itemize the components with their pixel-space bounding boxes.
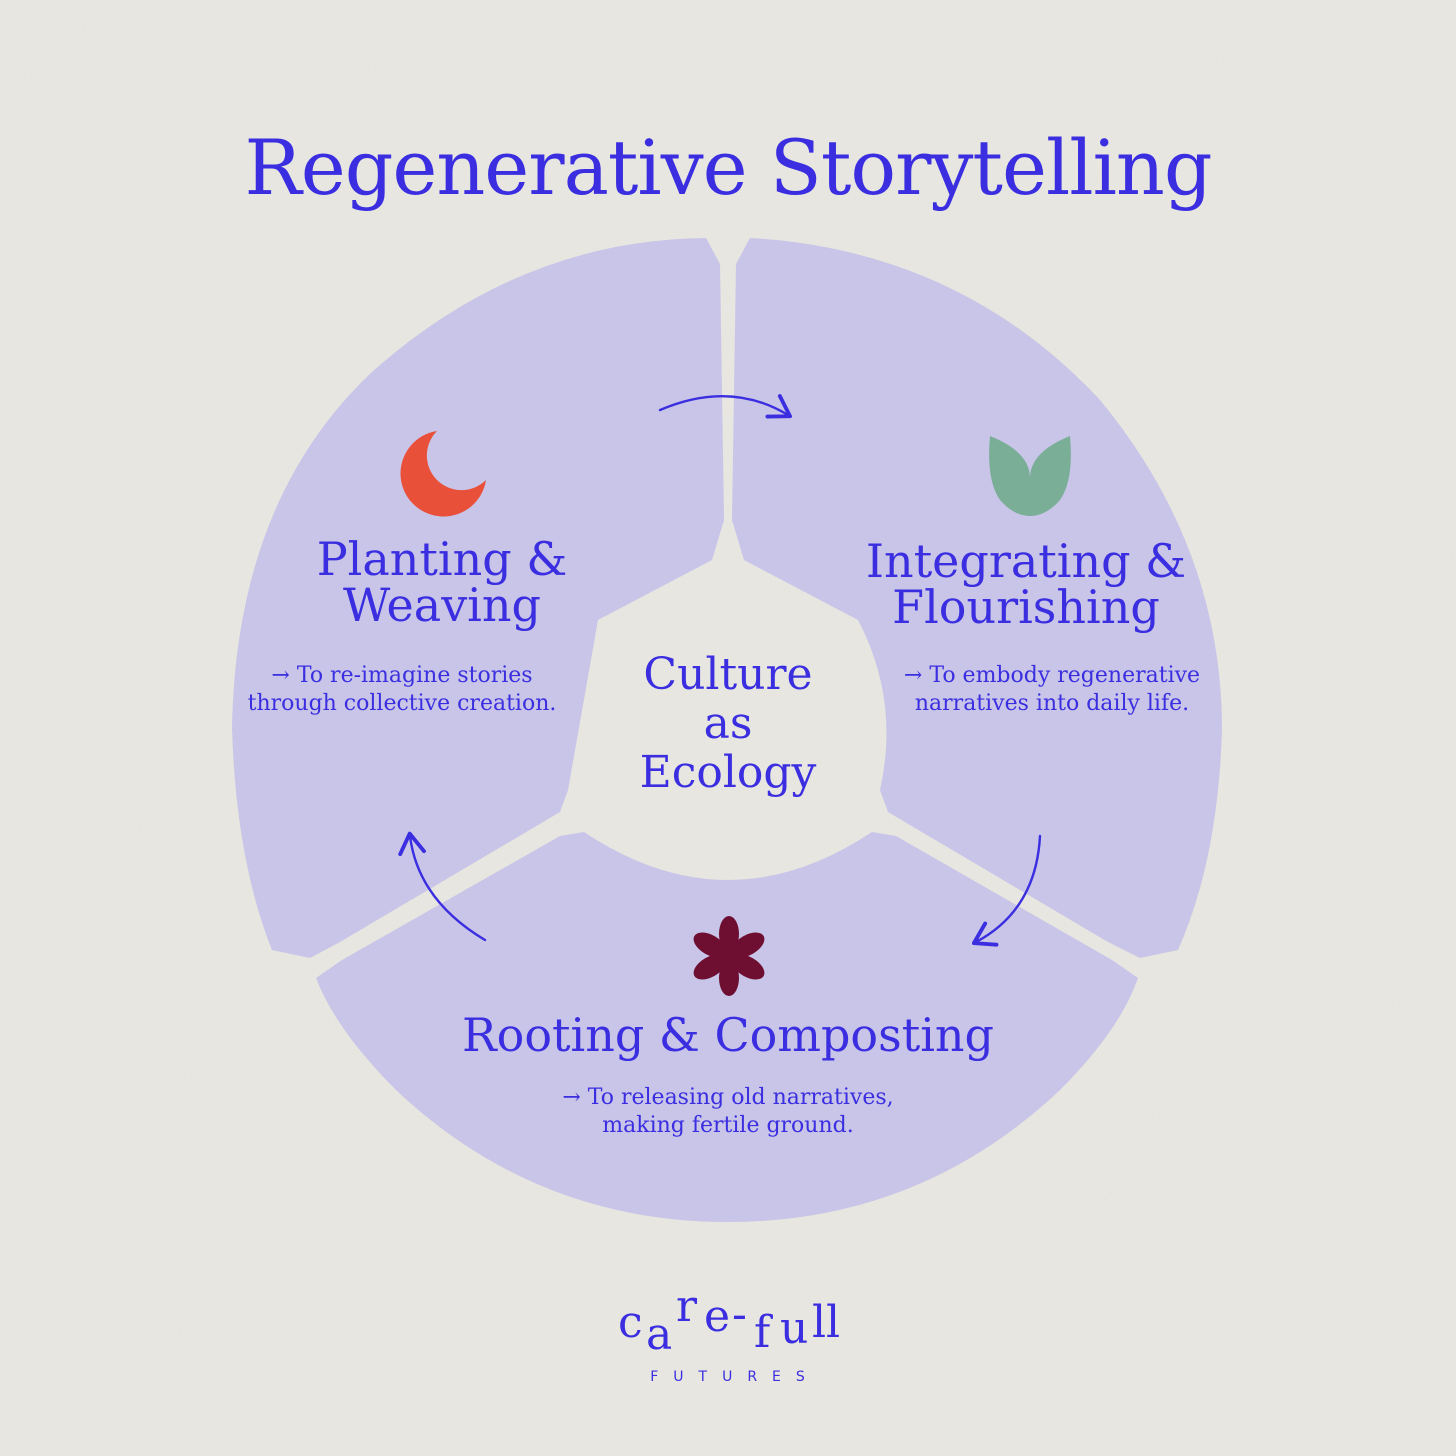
segment-title-integrating: Integrating & Flourishing [865,534,1187,634]
tulip-bud-icon [989,436,1071,516]
logo-wordmark: c a r e - f u l l [618,1281,841,1360]
flower-icon [693,916,765,996]
arrow-top [658,394,792,419]
care-full-futures-logo: c a r e - f u l l FUTURES [590,1281,866,1395]
segment-desc-rooting: → To releasing old narratives, making fe… [562,1085,894,1138]
page-title: Regenerative Storytelling [244,123,1213,212]
arrow-right [971,834,1042,947]
logo-subtitle: FUTURES [650,1369,820,1385]
center-label: Culture as Ecology [639,649,817,798]
segment-desc-planting: → To re-imagine stories through collecti… [247,663,557,716]
segment-title-planting: Planting & Weaving [316,532,568,632]
arrow-left [398,831,487,942]
crescent-moon-icon [400,431,486,517]
segment-title-rooting: Rooting & Composting [461,1008,994,1062]
segment-desc-integrating: → To embody regenerative narratives into… [903,663,1201,716]
